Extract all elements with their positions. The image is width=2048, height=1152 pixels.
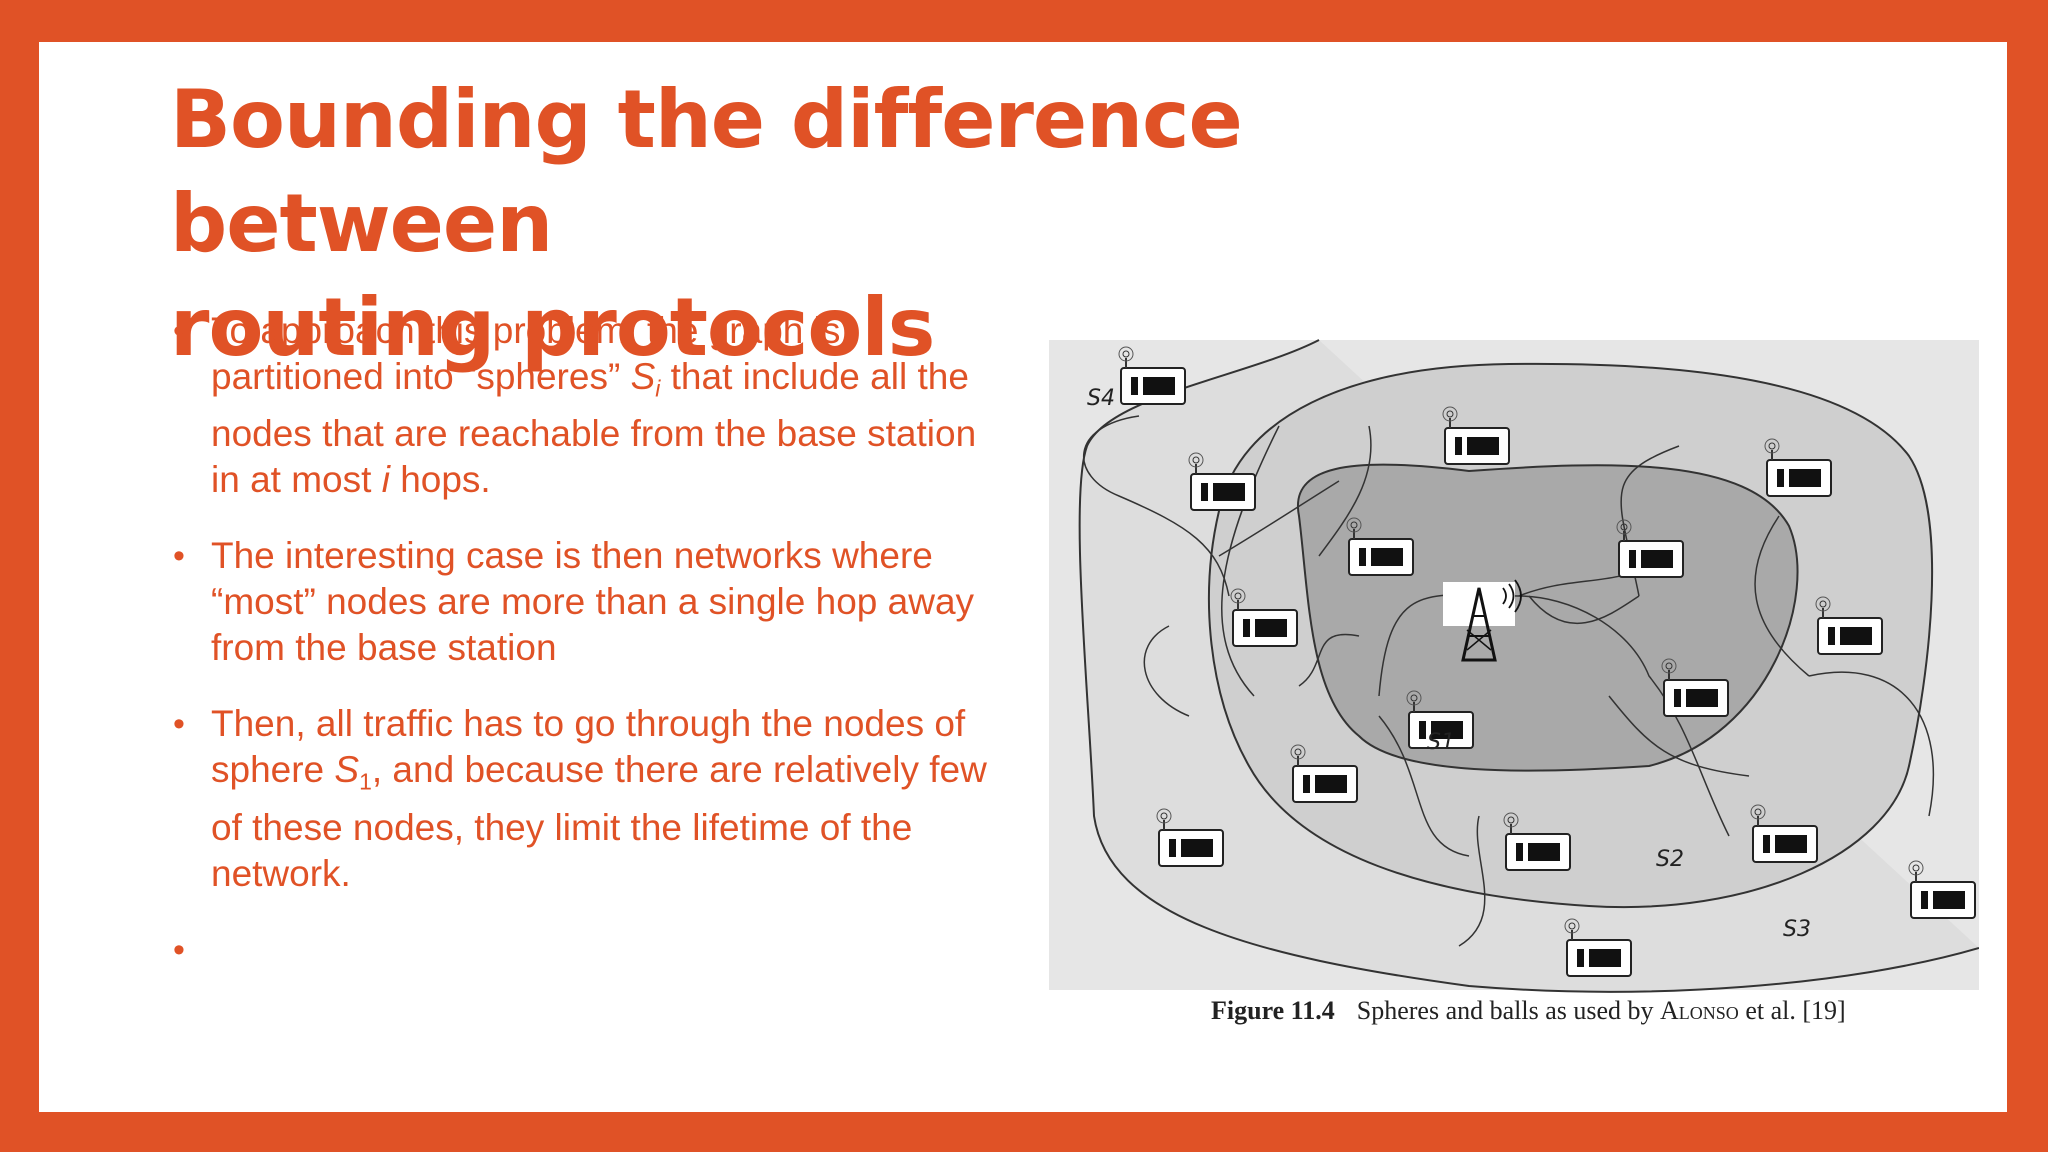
caption-number: Figure 11.4	[1211, 996, 1335, 1025]
bullet-item-spheres: To approach this problem, the graph is p…	[171, 308, 1011, 503]
sphere-symbol: S	[334, 749, 360, 791]
label-s4: S4	[1087, 386, 1115, 411]
sphere-subscript: i	[655, 375, 661, 402]
bullet-item-empty	[171, 927, 1011, 973]
sphere-s1	[1296, 463, 1799, 772]
caption-text: Spheres and balls as used by	[1356, 996, 1661, 1025]
label-s3: S3	[1783, 917, 1811, 942]
figure-spheres: S1 S2 S3 S4 Figure 11.4 Spheres and balls…	[1049, 296, 1979, 1044]
bullet-item-interesting-case: The interesting case is then networks wh…	[171, 533, 1011, 671]
sphere-diagram: S1 S2 S3 S4	[1049, 339, 1979, 993]
label-s2: S2	[1656, 847, 1684, 872]
label-s1: S1	[1427, 730, 1455, 755]
title-line-1: Bounding the difference between	[170, 73, 1243, 270]
base-station-icon	[1443, 579, 1522, 662]
bullet-list: To approach this problem, the graph is p…	[171, 308, 1011, 1003]
caption-author: Alonso	[1660, 996, 1739, 1025]
sphere-subscript: 1	[359, 768, 372, 795]
caption-tail: et al. [19]	[1738, 996, 1846, 1025]
sphere-symbol: S	[630, 356, 656, 397]
hop-symbol: i	[381, 459, 390, 501]
bullet-item-traffic: Then, all traffic has to go through the …	[171, 701, 1011, 896]
